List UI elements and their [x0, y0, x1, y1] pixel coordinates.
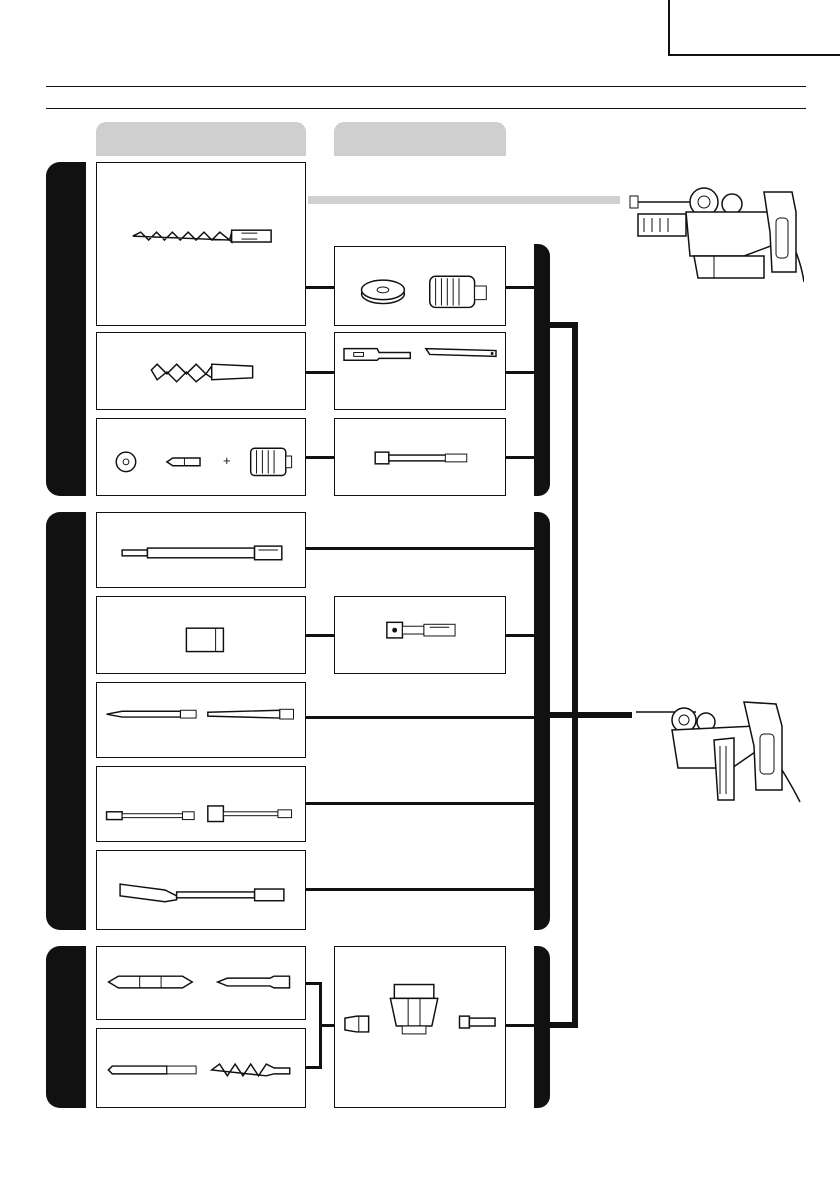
flat-chisel-icon	[208, 709, 294, 719]
rotary-hammer-dust-collector-icon	[624, 172, 804, 288]
connector-bar-drilling	[534, 244, 550, 496]
single-bit-icon	[218, 976, 290, 988]
wire-row7-direct	[306, 802, 534, 805]
connector-bar-screwing	[534, 946, 550, 1108]
double-bit-icon	[109, 976, 193, 988]
accessories-column-header	[96, 122, 306, 156]
dust-cup-core-adapter-drawing	[335, 247, 505, 325]
threaded-adapter-icon	[430, 276, 487, 307]
core-shank-icon	[335, 419, 505, 495]
center-drill-icon	[167, 458, 200, 466]
wire-row2-left	[306, 371, 334, 374]
accessory-box-gouge-chisel	[96, 850, 306, 930]
spade-chisel-icon	[208, 806, 292, 822]
core-bit-icon	[251, 448, 292, 475]
accessory-box-scaling-chisels	[96, 766, 306, 842]
adapter-box-dust-cup-core-adapter	[334, 246, 506, 326]
bracket-bottom	[550, 1022, 578, 1028]
adapters-column-header	[334, 122, 506, 156]
header-band	[46, 88, 806, 108]
accessory-box-grooving-block	[96, 596, 306, 674]
header-rule-top	[46, 86, 806, 87]
accessory-box-core-bit-set: +	[96, 418, 306, 496]
accessory-box-straight-shank-bits	[96, 1028, 306, 1108]
rotary-hammer-icon	[634, 690, 804, 808]
wire-row6-direct	[306, 716, 534, 719]
bracket-vertical	[572, 322, 578, 1028]
dust-collector-band	[308, 196, 620, 204]
wire-row2-right	[506, 371, 534, 374]
dust-cup-icon	[362, 280, 405, 303]
category-bar-drilling	[46, 162, 86, 496]
pointed-chisel-icon	[107, 710, 197, 718]
screwdriver-bits-drawing	[97, 947, 305, 1019]
wire-screw-to-chuck	[319, 1024, 334, 1027]
adapter-box-chuck-assembly	[334, 946, 506, 1108]
wire-row1-right	[506, 286, 534, 289]
page-tab	[668, 0, 840, 56]
plus-sign: +	[223, 453, 231, 468]
wire-row5-left	[306, 634, 334, 637]
scaling-chisels-drawing	[97, 767, 305, 841]
points-chisels-drawing	[97, 683, 305, 757]
wire-row3-right	[506, 456, 534, 459]
core-bit-set-drawing	[97, 419, 305, 495]
straight-shank-bits-drawing	[97, 1029, 305, 1107]
wire-row5-right	[506, 634, 534, 637]
wire-row3-left	[306, 456, 334, 459]
grooving-shank-icon	[335, 597, 505, 673]
category-bar-hammering	[46, 512, 86, 930]
category-bar-screwing	[46, 946, 86, 1108]
accessory-box-sds-drill-bit	[96, 162, 306, 326]
sds-drill-bit-icon	[97, 163, 305, 325]
grooving-block-icon	[97, 597, 305, 673]
accessory-box-points-chisels	[96, 682, 306, 758]
connector-bar-hammering	[534, 512, 550, 930]
taper-adapter-cotter-drawing	[335, 333, 505, 409]
bull-point-icon	[97, 513, 305, 587]
cold-chisel-icon	[107, 812, 195, 820]
twist-drill-icon	[108, 1066, 196, 1074]
wire-row8-direct	[306, 888, 534, 891]
taper-shank-bit-icon	[97, 333, 305, 409]
adapter-box-taper-adapter-cotter	[334, 332, 506, 410]
taper-adapter-icon	[344, 349, 410, 361]
header-rule-bottom	[46, 108, 806, 109]
bracket-to-rotary-hammer	[550, 712, 632, 718]
wire-row1-left	[306, 286, 334, 289]
adapter-box-grooving-shank	[334, 596, 506, 674]
accessory-box-bull-point	[96, 512, 306, 588]
wire-row4-direct	[306, 547, 534, 550]
chuck-assembly-drawing	[335, 947, 505, 1107]
adapter-box-core-shank	[334, 418, 506, 496]
cotter-icon	[426, 349, 496, 357]
wood-auger-icon	[212, 1064, 290, 1076]
wire-chuck-right	[506, 1024, 534, 1027]
accessory-box-screwdriver-bits	[96, 946, 306, 1020]
accessory-box-taper-shank-bit	[96, 332, 306, 410]
chuck-adapter-icon	[460, 1016, 496, 1028]
chuck-wrench-icon	[345, 1016, 369, 1032]
gouge-chisel-icon	[97, 851, 305, 929]
center-pin-icon	[116, 452, 135, 471]
drill-chuck-icon	[390, 985, 437, 1034]
